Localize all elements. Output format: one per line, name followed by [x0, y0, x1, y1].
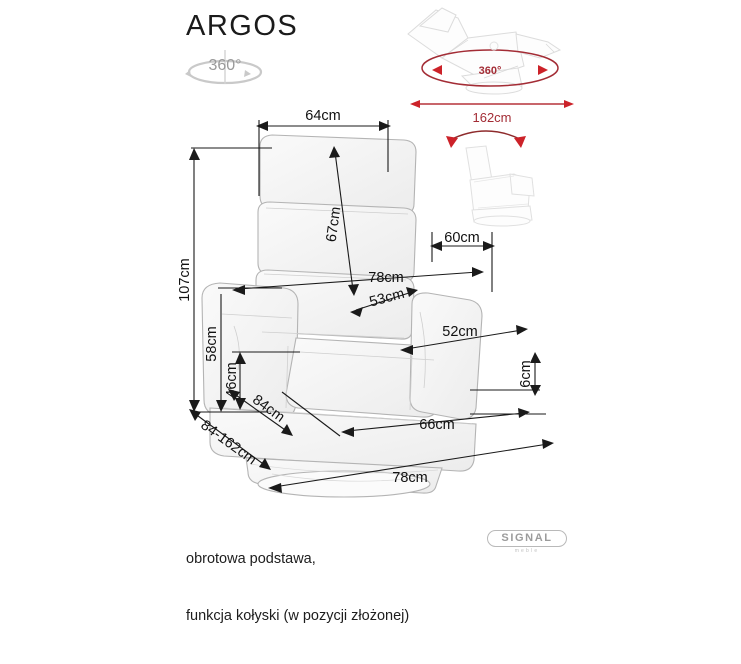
dimension-drawing: ARGOS 360° 360° 162cm: [177, 7, 583, 624]
swivel-360-label: 360°: [479, 65, 502, 77]
reclined-length-dimension: 162cm: [410, 100, 574, 125]
logo-tagline: meble: [514, 548, 540, 554]
logo-wordmark: SIGNAL: [501, 532, 553, 544]
rotation-360-label: 360°: [208, 57, 241, 74]
top-reclined-chair-illustration: 360°: [407, 7, 562, 95]
reclined-length-label: 162cm: [472, 110, 511, 125]
caption-line-2: funkcja kołyski (w pozycji złożonej): [186, 608, 410, 624]
product-title: ARGOS: [186, 10, 299, 42]
rotation-360-icon: 360°: [185, 50, 263, 85]
rocking-chair-illustration: [446, 130, 535, 227]
logo-outline: [487, 530, 567, 547]
caption-line-1: obrotowa podstawa,: [186, 551, 316, 567]
main-chair-illustration: [201, 134, 483, 498]
signal-logo: SIGNAL meble: [487, 530, 583, 560]
feature-caption: obrotowa podstawa, funkcja kołyski (w po…: [186, 512, 409, 664]
